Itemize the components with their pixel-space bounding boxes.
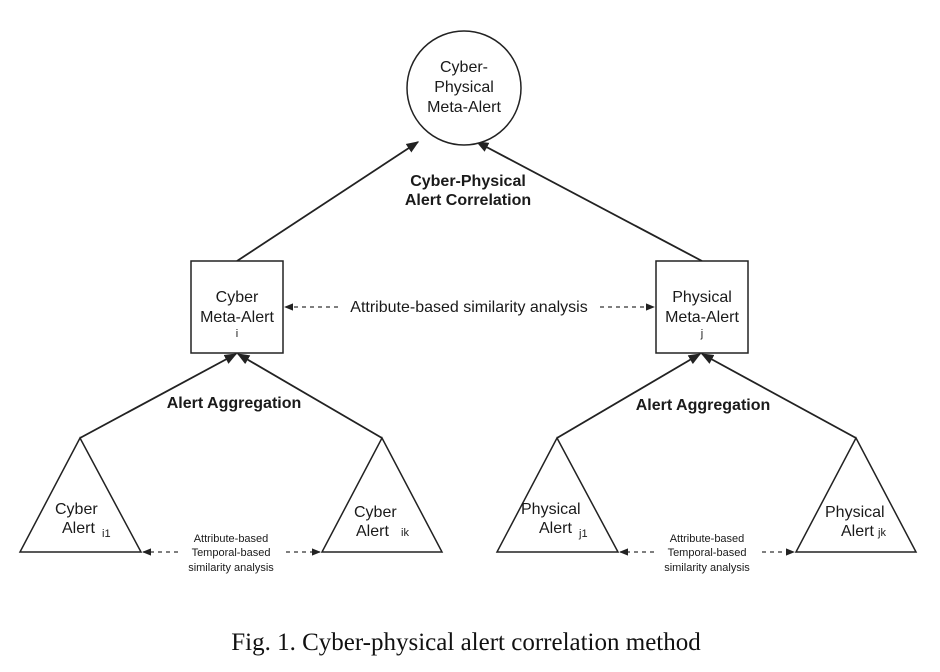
edge-cyber-alert-k-to-cyber-meta [236,353,383,439]
edge-physical-meta-to-top [475,141,703,262]
meta-similarity-label: Attribute-based similarity analysis [350,299,587,316]
physical-alert-k-line1: Physical [825,504,885,521]
cyber-alert-k-triangle [320,436,444,553]
cyber-meta-line2: Meta-Alert [200,309,274,326]
correlation-label-line2: Alert Correlation [405,192,531,209]
cyber-alert-1-line2: Alert [62,520,95,537]
cyber-alert-1-line1: Cyber [55,501,98,518]
edge-physical-alert-1-to-physical-meta [556,353,702,439]
right-bottom-similarity-line2: Temporal-based [668,547,747,559]
correlation-label-line1: Cyber-Physical [410,173,526,190]
edge-physical-alert-k-to-physical-meta [700,353,857,439]
top-node-line1: Cyber- [440,59,488,76]
cyber-alert-1-triangle [18,436,143,553]
physical-alert-1-triangle [495,436,620,553]
top-node-line3: Meta-Alert [427,99,501,116]
physical-alert-1-subscript: j1 [578,528,588,540]
cyber-alert-k-line1: Cyber [354,504,397,521]
cyber-meta-subscript: i [236,328,238,340]
physical-alert-k-subscript: jk [877,527,886,539]
right-bottom-similarity-line3: similarity analysis [664,562,750,574]
left-bottom-similarity-line3: similarity analysis [188,562,274,574]
cyber-meta-alert-box [190,260,284,354]
edge-cyber-meta-to-top [236,141,420,262]
physical-meta-alert-box [655,260,749,354]
physical-alert-1-line2: Alert [539,520,572,537]
cyber-meta-line1: Cyber [216,289,259,306]
physical-meta-line1: Physical [672,289,732,306]
cyber-alert-k-line2: Alert [356,523,389,540]
cyber-physical-meta-alert-node [406,30,522,146]
physical-meta-line2: Meta-Alert [665,309,739,326]
top-node-line2: Physical [434,79,494,96]
cyber-alert-1-subscript: i1 [102,528,111,540]
right-bottom-similarity-line1: Attribute-based [670,533,745,545]
cyber-alert-k-subscript: ik [401,527,409,539]
left-bottom-similarity-line1: Attribute-based [194,533,269,545]
physical-alert-k-line2: Alert [841,523,874,540]
physical-alert-1-line1: Physical [521,501,581,518]
right-aggregation-label: Alert Aggregation [636,397,771,414]
left-bottom-similarity-line2: Temporal-based [192,547,271,559]
figure-caption: Fig. 1. Cyber-physical alert correlation… [231,629,701,656]
left-aggregation-label: Alert Aggregation [167,395,302,412]
physical-meta-subscript: j [700,328,703,340]
physical-alert-k-triangle [794,436,918,553]
edge-cyber-alert-1-to-cyber-meta [79,353,238,439]
